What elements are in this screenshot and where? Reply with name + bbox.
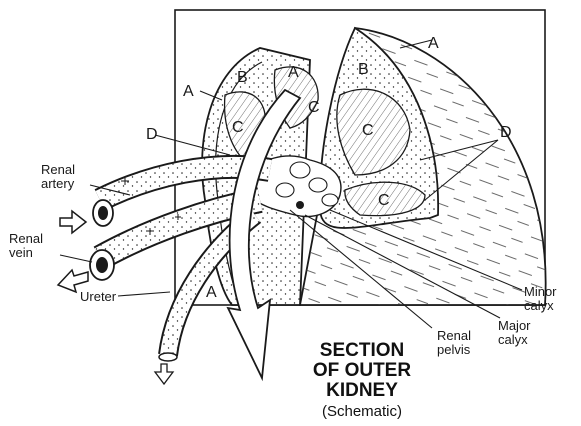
label-renal-artery-line2: artery xyxy=(41,177,75,191)
region-label-cortex-top: A xyxy=(288,65,299,81)
region-label-cortex-bottom: A xyxy=(206,285,217,301)
label-ureter: Ureter xyxy=(80,290,116,304)
region-label-cortex-left: A xyxy=(183,84,194,100)
label-minor-calyx-line1: Minor xyxy=(524,285,557,299)
region-label-d-right: D xyxy=(500,125,512,141)
label-major-calyx-line2: calyx xyxy=(498,333,531,347)
artery-flow-arrow xyxy=(60,211,86,233)
label-renal-pelvis: Renal pelvis xyxy=(437,329,471,357)
label-renal-vein-line2: vein xyxy=(9,246,43,260)
title-line1: SECTION xyxy=(292,341,432,361)
label-renal-artery: Renal artery xyxy=(41,163,75,191)
label-renal-artery-line1: Renal xyxy=(41,163,75,177)
region-label-cortex-outer: A xyxy=(428,36,439,52)
label-minor-calyx-line2: calyx xyxy=(524,299,557,313)
region-label-c-left: C xyxy=(232,120,244,136)
region-label-c-right: C xyxy=(362,123,374,139)
label-renal-pelvis-line1: Renal xyxy=(437,329,471,343)
label-major-calyx: Major calyx xyxy=(498,319,531,347)
region-label-d-left: D xyxy=(146,127,158,143)
title-line3: KIDNEY xyxy=(292,381,432,401)
region-label-c-lower: C xyxy=(378,193,390,209)
label-major-calyx-line1: Major xyxy=(498,319,531,333)
label-minor-calyx: Minor calyx xyxy=(524,285,557,313)
label-renal-pelvis-line2: pelvis xyxy=(437,343,471,357)
diagram-title: SECTION OF OUTER KIDNEY xyxy=(292,341,432,401)
region-label-c-top: C xyxy=(308,100,320,116)
region-label-b-right: B xyxy=(358,62,369,78)
urine-flow-arrow xyxy=(155,364,173,384)
label-renal-vein-line1: Renal xyxy=(9,232,43,246)
label-renal-vein: Renal vein xyxy=(9,232,43,260)
title-line2: OF OUTER xyxy=(292,361,432,381)
diagram-subtitle: (Schematic) xyxy=(292,403,432,420)
region-label-b-left: B xyxy=(237,70,248,86)
